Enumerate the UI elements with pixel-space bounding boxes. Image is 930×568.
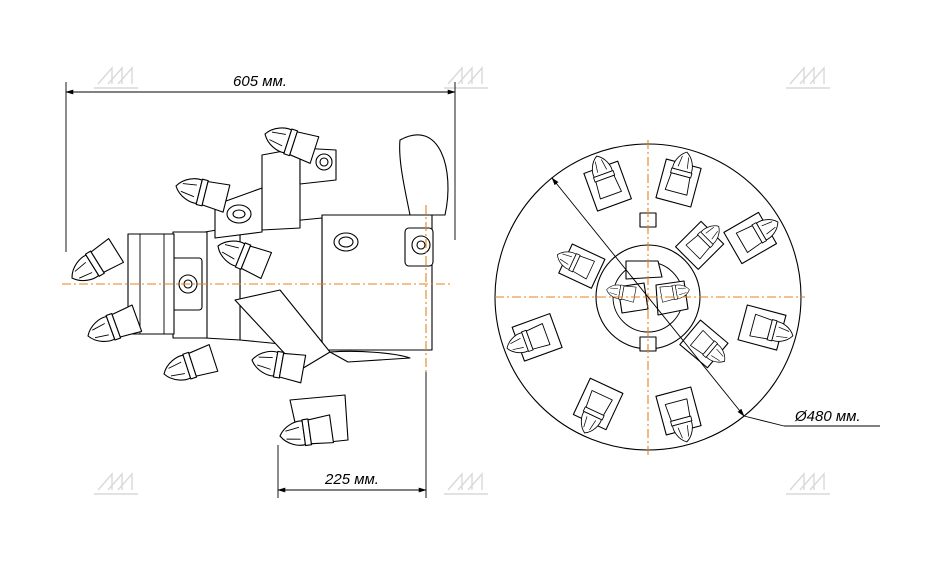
- dimension-605: 605 мм.: [65, 73, 456, 252]
- tooth-upper-left: [172, 171, 231, 213]
- side-view: [64, 120, 449, 451]
- dimension-diameter: Ø480 мм.: [551, 177, 880, 427]
- tooth-bottom: [277, 414, 334, 451]
- tooth-front-bottom: [82, 304, 143, 350]
- dimension-225: 225 мм.: [277, 372, 427, 498]
- dimension-225-label: 225 мм.: [324, 471, 379, 488]
- dimension-diameter-label: Ø480 мм.: [794, 408, 861, 425]
- dimension-605-label: 605 мм.: [233, 73, 287, 90]
- auger-flight: [399, 134, 449, 216]
- tooth-front-top: [64, 238, 125, 291]
- tooth-lower-left: [159, 344, 219, 388]
